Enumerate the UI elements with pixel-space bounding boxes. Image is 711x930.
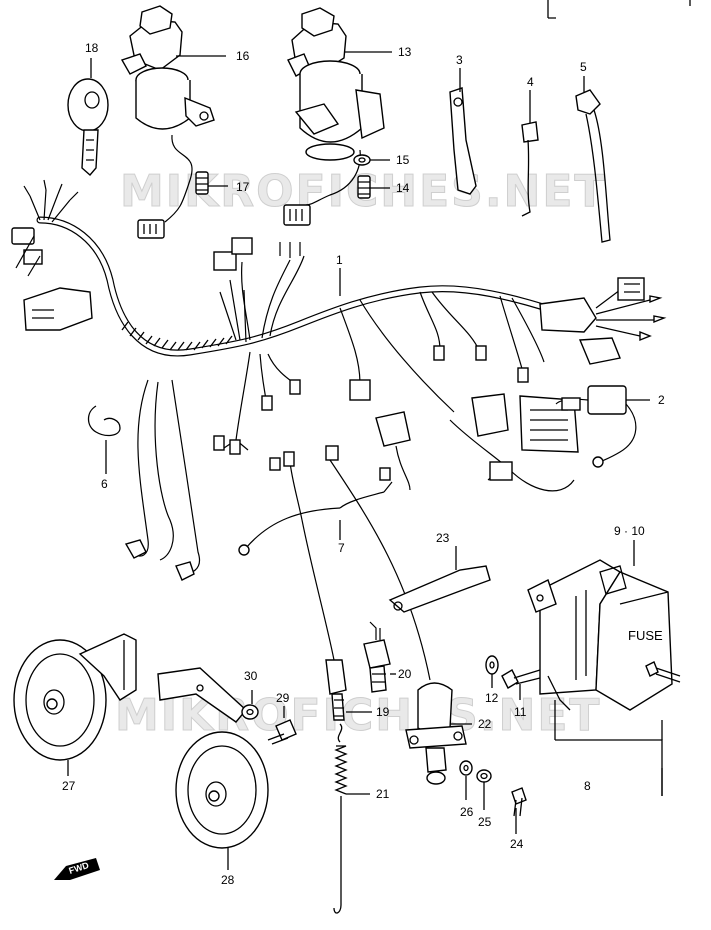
part-screw-fuse-box <box>645 661 681 683</box>
callout-16: 16 <box>236 49 250 63</box>
callout-24: 24 <box>510 837 524 851</box>
part-23-bracket <box>388 565 491 613</box>
callout-3: 3 <box>456 53 463 67</box>
callout-22: 22 <box>478 717 492 731</box>
frame-corner-mark <box>547 0 691 19</box>
callout-13: 13 <box>398 45 412 59</box>
callouts: 18 16 13 3 4 5 15 17 14 1 2 6 7 9 · 10 2… <box>62 41 665 887</box>
part-20-front-brake-switch <box>363 621 391 693</box>
callout-15: 15 <box>396 153 410 167</box>
watermark-bottom: MIKROFICHES.NET <box>115 690 601 741</box>
callout-30: 30 <box>244 669 258 683</box>
part-1-wiring-harness <box>11 179 667 581</box>
part-21-spring <box>333 723 348 914</box>
callout-1: 1 <box>336 253 343 267</box>
part-22-neutral-switch-assembly <box>325 445 467 785</box>
callout-18: 18 <box>85 41 99 55</box>
callout-23: 23 <box>436 531 450 545</box>
callout-26: 26 <box>460 805 474 819</box>
part-15-washer <box>353 154 371 166</box>
callout-7: 7 <box>338 541 345 555</box>
callout-5: 5 <box>580 60 587 74</box>
fuse-label: FUSE <box>628 628 663 643</box>
part-12-washer <box>485 655 499 675</box>
callout-21: 21 <box>376 787 390 801</box>
leader-lines <box>67 51 663 870</box>
callout-9-10: 9 · 10 <box>614 524 645 538</box>
part-25-nut <box>476 769 492 783</box>
part-13-ignition-switch <box>283 7 385 226</box>
part-18-key <box>67 78 109 176</box>
part-4-clamp <box>521 104 539 217</box>
part-26-washer <box>459 760 473 776</box>
part-14-screw <box>357 175 371 199</box>
part-7-lead-wire <box>238 451 393 556</box>
part-19-rear-brake-switch-lead <box>301 519 347 721</box>
part-16-ignition-switch <box>120 5 215 239</box>
part-27-horn <box>13 633 137 761</box>
part-3-clamp <box>449 87 477 195</box>
callout-19: 19 <box>376 705 390 719</box>
callout-14: 14 <box>396 181 410 195</box>
callout-2: 2 <box>658 393 665 407</box>
part-30-washer <box>241 704 259 720</box>
part-2-relay <box>555 385 637 468</box>
callout-20: 20 <box>398 667 412 681</box>
callout-12: 12 <box>485 691 499 705</box>
callout-29: 29 <box>276 691 290 705</box>
fwd-arrow: FWD <box>54 858 100 880</box>
callout-17: 17 <box>236 180 250 194</box>
callout-11: 11 <box>514 705 527 719</box>
part-24-screw <box>511 787 527 817</box>
callout-6: 6 <box>101 477 108 491</box>
part-6-clip <box>87 405 121 437</box>
callout-4: 4 <box>527 75 534 89</box>
callout-25: 25 <box>478 815 492 829</box>
part-8-fuse-box: FUSE <box>527 559 673 711</box>
part-17-screw <box>195 171 209 195</box>
callout-28: 28 <box>221 873 235 887</box>
callout-8: 8 <box>584 779 591 793</box>
part-5-cable-tie <box>575 89 611 243</box>
part-28-horn <box>157 667 269 849</box>
callout-27: 27 <box>62 779 76 793</box>
part-29-bolt <box>267 719 297 745</box>
part-11-screw <box>501 669 541 689</box>
